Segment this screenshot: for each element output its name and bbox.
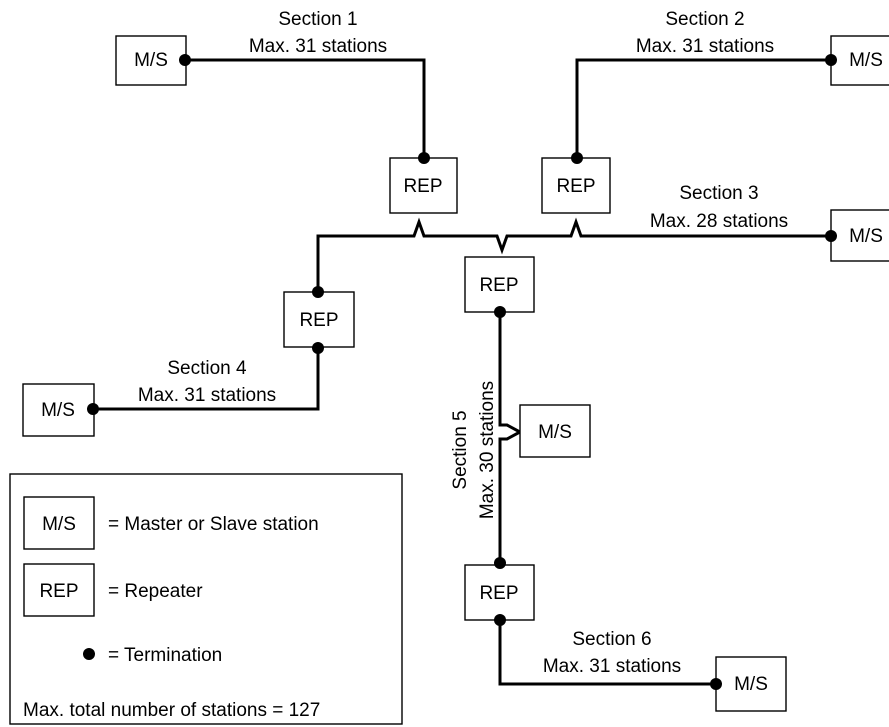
legend-termination-entry: = Termination — [83, 645, 222, 666]
svg-text:M/S: M/S — [134, 50, 168, 71]
section-5-label: Section 5 Max. 30 stations — [450, 381, 498, 519]
svg-text:= Repeater: = Repeater — [108, 581, 203, 602]
svg-text:REP: REP — [299, 310, 338, 331]
svg-text:Max. 31 stations: Max. 31 stations — [636, 36, 774, 57]
svg-text:M/S: M/S — [849, 226, 883, 247]
svg-text:REP: REP — [403, 176, 442, 197]
section-4-bus — [93, 348, 320, 411]
svg-text:Section 3: Section 3 — [679, 183, 758, 204]
repeater-5: REP — [464, 564, 535, 621]
repeater-1: REP — [389, 157, 458, 214]
section-1-label: Section 1 Max. 31 stations — [249, 9, 387, 57]
section-2-bus — [575, 58, 831, 158]
svg-text:= Master or Slave station: = Master or Slave station — [108, 514, 319, 535]
repeater-3: REP — [464, 256, 535, 313]
legend-rep-entry: REP = Repeater — [23, 563, 203, 617]
section-4-label: Section 4 Max. 31 stations — [138, 358, 276, 406]
section-6-label: Section 6 Max. 31 stations — [543, 629, 681, 677]
svg-text:= Termination: = Termination — [108, 645, 222, 666]
section-2-label: Section 2 Max. 31 stations — [636, 9, 774, 57]
ms-station-4: M/S — [22, 383, 95, 437]
svg-text:Section 1: Section 1 — [278, 9, 357, 30]
section-6-bus — [498, 620, 716, 686]
repeater-2: REP — [541, 157, 611, 214]
svg-text:Max. 30 stations: Max. 30 stations — [477, 381, 498, 519]
section-3-bus — [316, 217, 831, 292]
svg-text:M/S: M/S — [42, 514, 76, 535]
termination-dot-icon — [83, 648, 95, 660]
legend: M/S = Master or Slave station REP = Repe… — [9, 473, 403, 725]
ms-station-5: M/S — [519, 404, 591, 458]
svg-text:REP: REP — [556, 176, 595, 197]
legend-ms-entry: M/S = Master or Slave station — [23, 496, 319, 550]
ms-station-6: M/S — [715, 656, 787, 712]
svg-text:Section 5: Section 5 — [450, 410, 471, 489]
repeater-4: REP — [283, 291, 355, 348]
svg-text:REP: REP — [39, 581, 78, 602]
ms-station-3: M/S — [830, 209, 889, 262]
svg-text:M/S: M/S — [734, 674, 768, 695]
section-1-bus — [185, 58, 426, 158]
ms-station-2: M/S — [830, 35, 889, 86]
svg-text:Max. 31 stations: Max. 31 stations — [138, 385, 276, 406]
svg-text:Section 6: Section 6 — [572, 629, 651, 650]
ms-station-1: M/S — [115, 35, 187, 86]
svg-text:REP: REP — [479, 275, 518, 296]
svg-text:Max. 28 stations: Max. 28 stations — [650, 211, 788, 232]
svg-text:REP: REP — [479, 583, 518, 604]
svg-text:M/S: M/S — [849, 50, 883, 71]
svg-text:Section 2: Section 2 — [665, 9, 744, 30]
section-5-bus — [498, 312, 524, 563]
svg-text:M/S: M/S — [41, 400, 75, 421]
svg-text:Max. 31 stations: Max. 31 stations — [543, 656, 681, 677]
svg-text:Section 4: Section 4 — [167, 358, 247, 379]
svg-text:M/S: M/S — [538, 422, 572, 443]
section-3-label: Section 3 Max. 28 stations — [650, 183, 788, 232]
legend-total: Max. total number of stations = 127 — [23, 700, 320, 721]
termination-dots — [87, 54, 837, 690]
svg-text:Max. 31 stations: Max. 31 stations — [249, 36, 387, 57]
